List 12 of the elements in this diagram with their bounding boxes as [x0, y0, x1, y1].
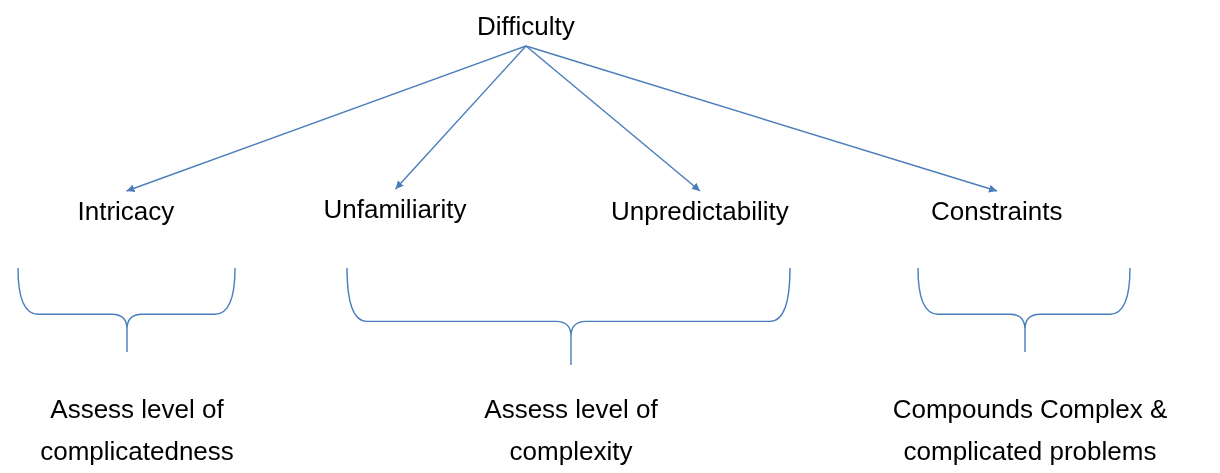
arrow [125, 45, 527, 193]
category-label: Difficulty [477, 10, 575, 42]
note-text: Compounds Complex & complicated problems [891, 393, 1169, 468]
category-label: Unfamiliarity [323, 193, 467, 225]
arrow [525, 45, 998, 193]
category-label: Unpredictability [611, 195, 789, 227]
note-text: Assess level of complexity [483, 393, 659, 468]
arrow [394, 45, 527, 190]
note-text: Assess level of complicatedness [39, 393, 235, 468]
category-label: Constraints [931, 195, 1063, 227]
arrow [525, 45, 701, 192]
category-label: Intricacy [77, 195, 175, 227]
